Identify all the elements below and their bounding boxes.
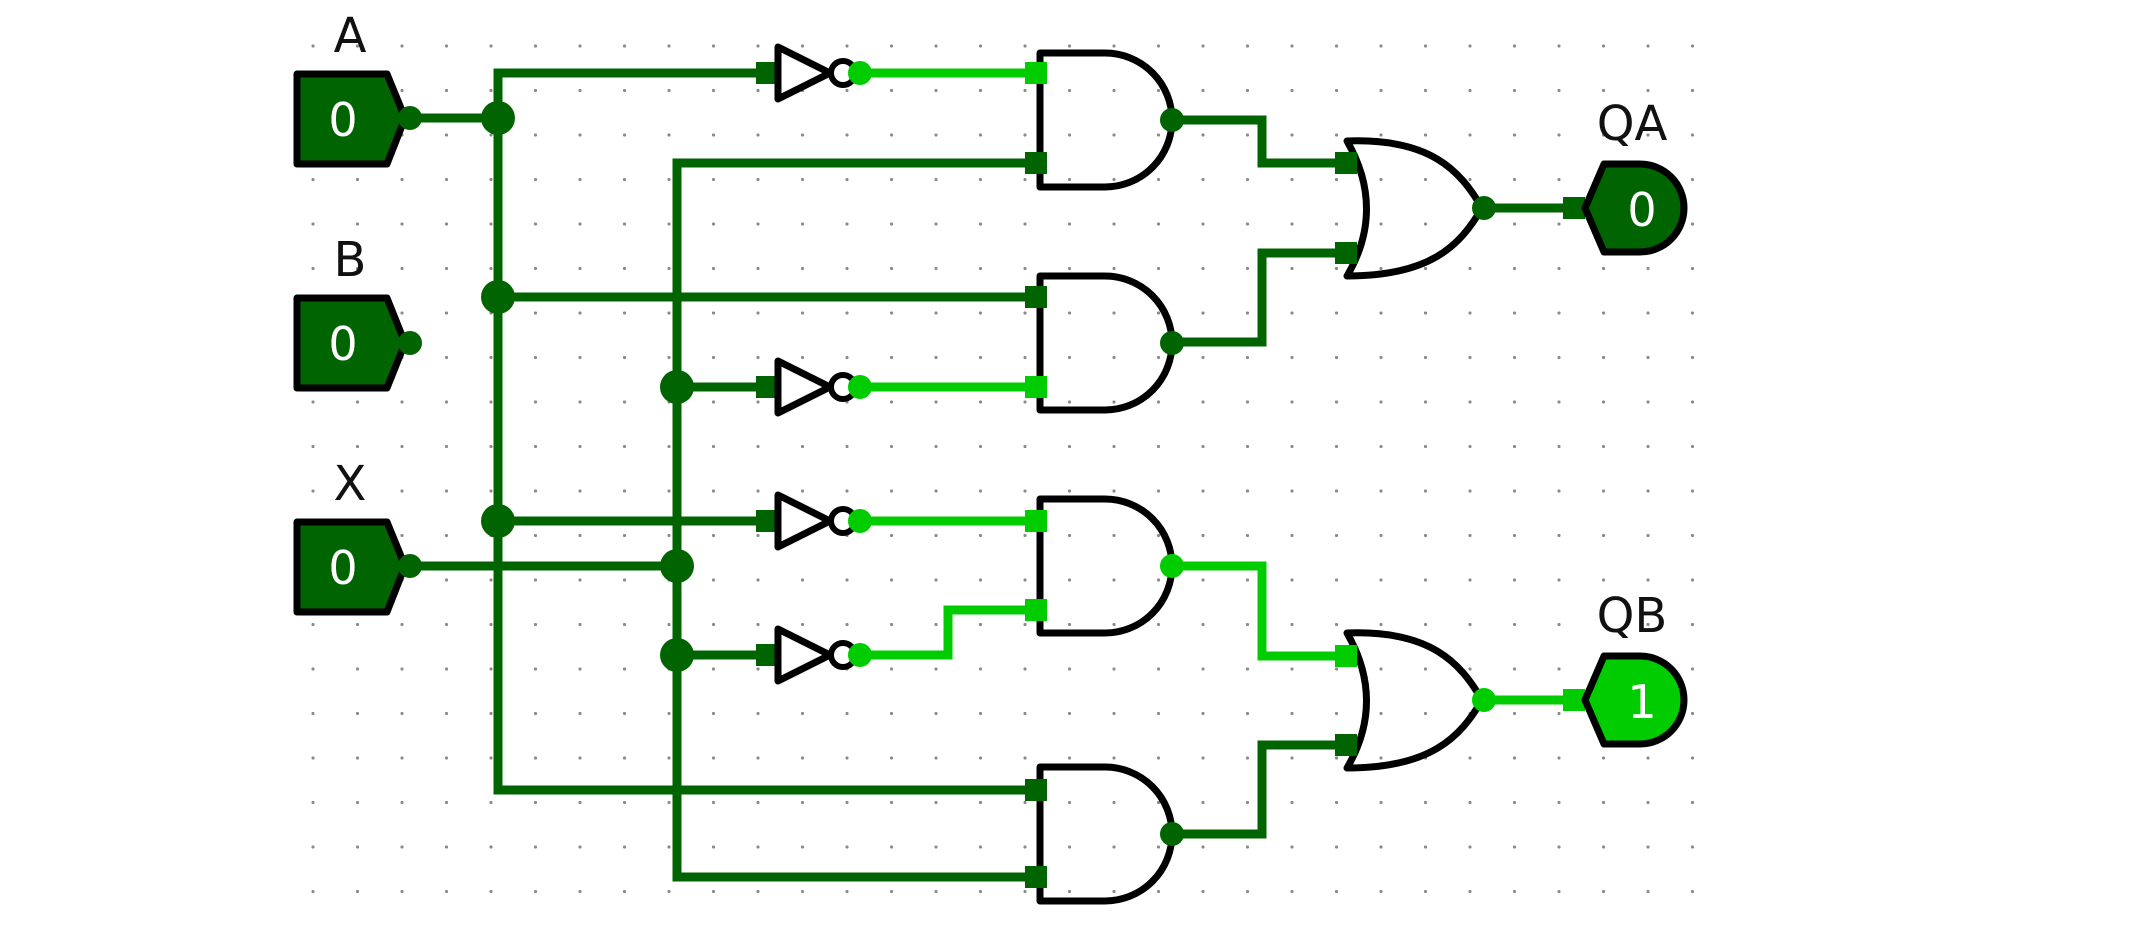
not-gate-icon <box>756 357 872 417</box>
output-label: QA <box>1597 96 1668 152</box>
pin-connector <box>398 331 422 355</box>
junction-dot-icon <box>481 504 515 538</box>
junction-dot-icon <box>481 280 515 314</box>
wire <box>1165 561 1349 661</box>
and-gate-icon <box>1025 495 1184 637</box>
input-pin-a[interactable]: A 0 <box>293 8 422 168</box>
output-value: 0 <box>1627 183 1656 237</box>
not-gate-icon <box>756 491 872 551</box>
wire <box>493 68 765 795</box>
dot-grid <box>276 27 1706 926</box>
output-pin-icon <box>1581 652 1688 748</box>
input-pin-icon <box>293 518 409 616</box>
junction-dot-icon <box>481 101 515 135</box>
and-gates[interactable] <box>1025 49 1184 905</box>
wire <box>1165 248 1349 347</box>
output-pin-qb: QB 1 <box>1563 588 1688 748</box>
or-gate-icon <box>1335 629 1496 772</box>
output-pin-qa: QA 0 <box>1563 96 1688 256</box>
output-value: 1 <box>1627 675 1656 729</box>
not-gates[interactable] <box>756 43 872 685</box>
junction-dot-icon <box>660 638 694 672</box>
input-value: 0 <box>328 93 357 147</box>
junction-dot-icon <box>660 370 694 404</box>
input-value: 0 <box>328 317 357 371</box>
input-pin-icon <box>293 70 409 168</box>
and-gate-icon <box>1025 763 1184 905</box>
pin-connector <box>398 106 422 130</box>
pin-connector <box>398 554 422 578</box>
input-label: B <box>334 232 367 288</box>
and-gate-icon <box>1025 272 1184 414</box>
or-gates[interactable] <box>1335 137 1496 772</box>
input-value: 0 <box>328 541 357 595</box>
wires-high <box>855 68 1579 705</box>
output-label: QB <box>1597 588 1668 644</box>
output-pin-icon <box>1581 160 1688 256</box>
input-label: X <box>334 456 367 512</box>
not-gate-icon <box>756 625 872 685</box>
input-pin-icon <box>293 294 409 392</box>
junction-dot-icon <box>660 549 694 583</box>
input-pin-x[interactable]: X 0 <box>293 456 422 616</box>
wire <box>1165 115 1349 168</box>
wire <box>1165 740 1349 839</box>
pin-connector <box>1563 689 1585 711</box>
and-gate-icon <box>1025 49 1184 191</box>
input-label: A <box>334 8 367 64</box>
wire <box>855 605 1035 660</box>
or-gate-icon <box>1335 137 1496 280</box>
not-gate-icon <box>756 43 872 103</box>
input-pin-b[interactable]: B 0 <box>293 232 422 392</box>
pin-connector <box>1563 197 1585 219</box>
junction-dots <box>481 101 694 672</box>
